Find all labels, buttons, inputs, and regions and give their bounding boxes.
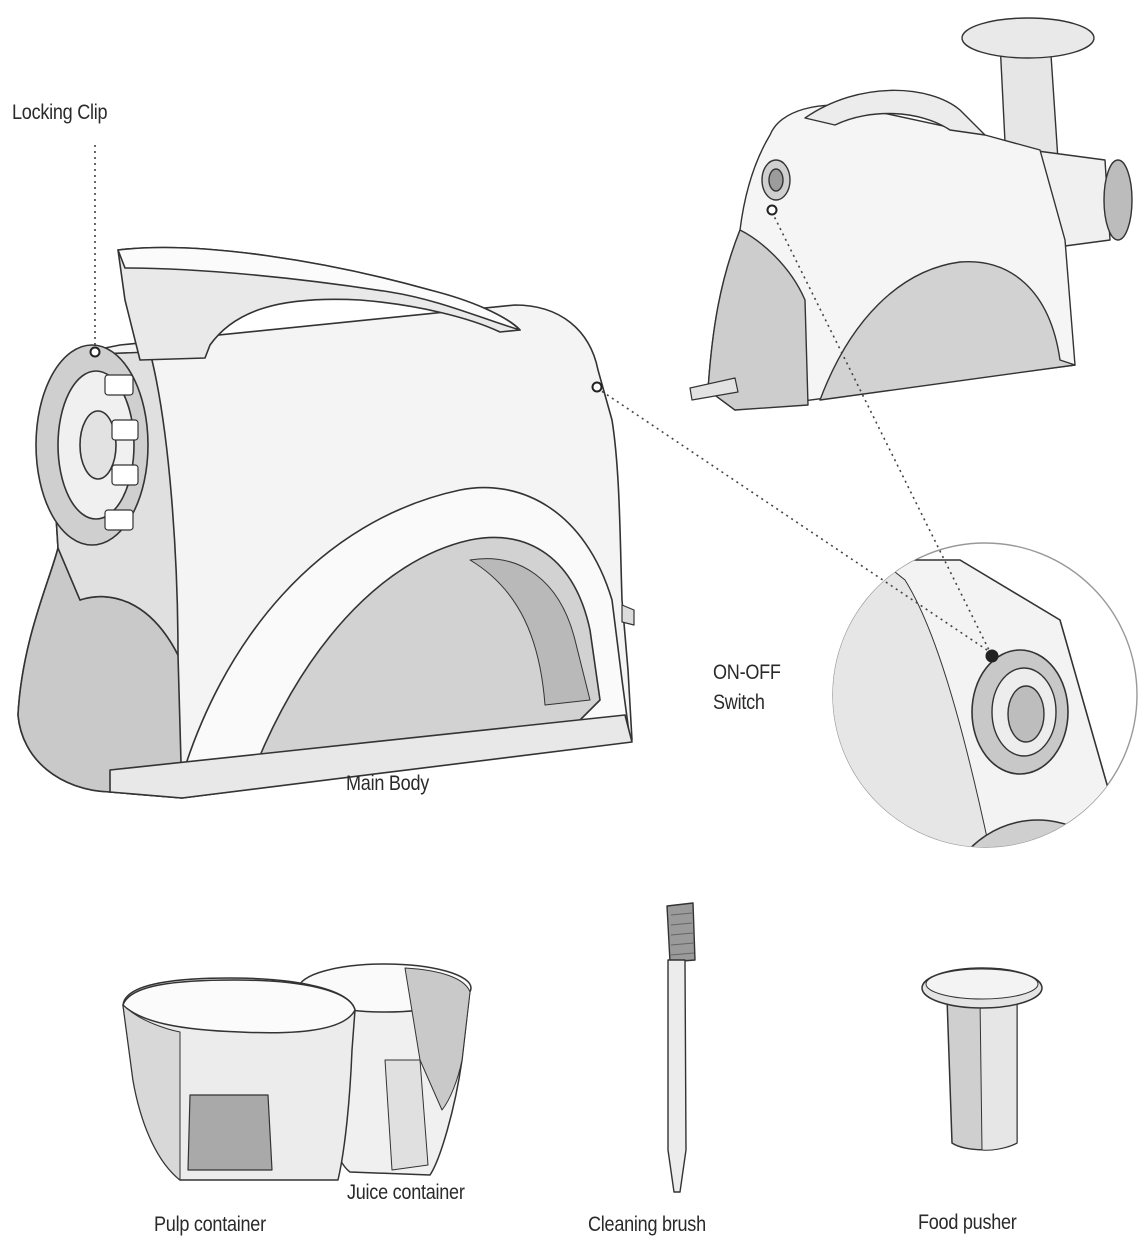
main-body-base — [109, 714, 633, 799]
juice-container-right-panel — [404, 967, 471, 1111]
food-pusher-illustration — [921, 967, 1043, 1151]
on-off-switch-label-line2: Switch — [713, 691, 765, 714]
leader-lines — [94, 145, 991, 653]
assembled-arch — [819, 260, 1076, 401]
main-body-side-knob — [621, 604, 635, 626]
juicing-drum-cap — [1103, 159, 1133, 241]
assembled-switch — [768, 168, 784, 192]
pulp-container-rim — [122, 979, 356, 1034]
zoom-switch-button — [1007, 685, 1045, 743]
brush-handle — [667, 959, 687, 1193]
assembled-handle — [804, 89, 986, 136]
feed-tube-pusher-cap — [961, 17, 1095, 59]
switch-zoom-circle — [832, 542, 1138, 848]
leader-dots — [89, 204, 999, 663]
locking-clip-label: Locking Clip — [12, 101, 108, 124]
locking-ring-tabs — [104, 374, 139, 531]
pulp-container-label: Pulp container — [154, 1213, 266, 1236]
assembled-juicer-illustration — [689, 17, 1133, 411]
pulp-container-left-shade — [122, 1004, 181, 1181]
cleaning-brush-label: Cleaning brush — [588, 1213, 706, 1236]
brush-bristle-lines — [670, 912, 695, 956]
assembled-juice-outlet — [689, 377, 739, 401]
main-body-handle-top — [117, 246, 521, 331]
juice-container-slot — [384, 1059, 429, 1171]
container-set-illustration — [122, 963, 472, 1181]
juice-container-label: Juice container — [347, 1181, 465, 1204]
locking-ring-hub — [79, 410, 117, 480]
on-off-switch-label-line1: ON-OFF — [713, 661, 781, 684]
main-body-arch-inner — [469, 558, 591, 706]
brush-bristles — [666, 902, 696, 963]
pusher-shaft-highlight — [979, 997, 1018, 1151]
cleaning-brush-illustration — [666, 902, 696, 1193]
pusher-cap-top — [925, 968, 1039, 1000]
pulp-container-window — [187, 1094, 273, 1171]
main-body-label: Main Body — [346, 772, 430, 795]
food-pusher-label: Food pusher — [918, 1211, 1017, 1234]
main-body-illustration — [17, 246, 635, 799]
